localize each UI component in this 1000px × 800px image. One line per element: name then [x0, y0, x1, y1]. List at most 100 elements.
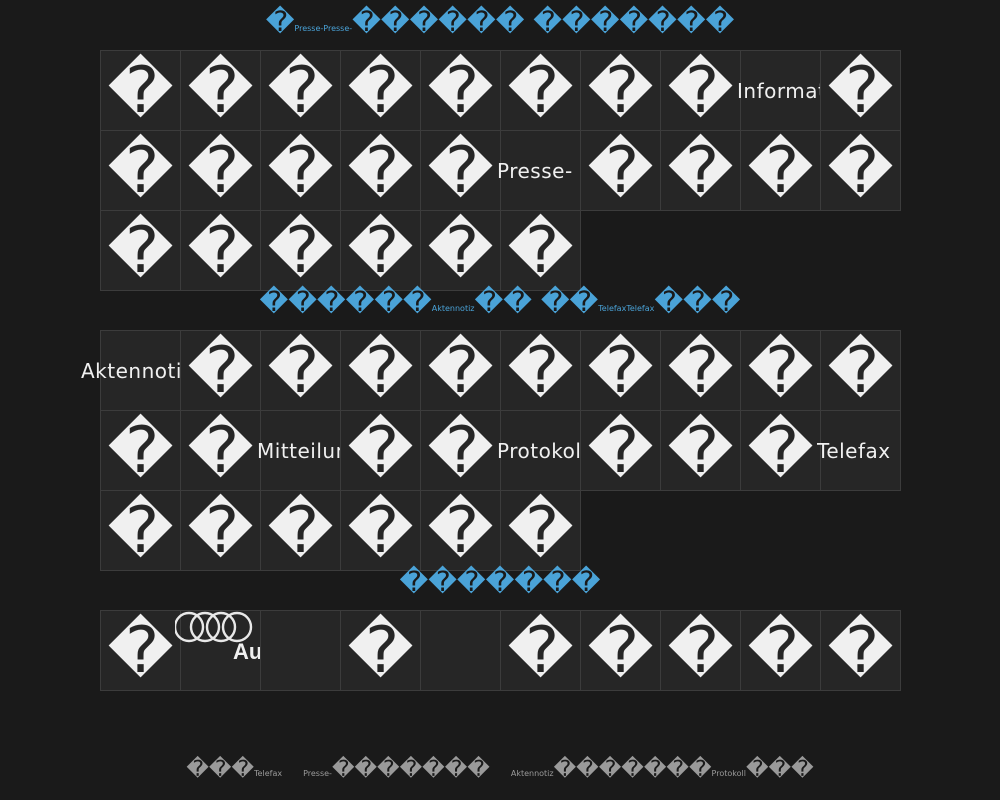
missing-glyph-icon: � [267, 213, 334, 288]
missing-glyph-icon: � [667, 333, 734, 408]
grid-2-cell: � [500, 490, 581, 571]
footer-part-a: ��� [186, 757, 255, 782]
missing-glyph-icon: � [747, 333, 814, 408]
missing-glyph-icon: � [347, 213, 414, 288]
missing-glyph-icon: � [587, 53, 654, 128]
grid-1-cell: � [420, 50, 501, 131]
grid-1-cell: Presse- [497, 130, 581, 211]
grid-1-cell: � [420, 210, 501, 291]
missing-glyph-icon: � [827, 613, 894, 688]
grid-3-cell [420, 610, 501, 691]
missing-glyph-icon: � [107, 493, 174, 568]
missing-glyph-icon: � [187, 413, 254, 488]
section-title-1: �Presse-Presse-������ ������� [0, 2, 1000, 42]
grid-1-cell: � [660, 50, 741, 131]
grid-2-cell: � [100, 410, 181, 491]
glyph-grid-3: �Audi������ [100, 610, 901, 691]
grid-2-cell: � [820, 330, 901, 411]
sample-word: Protokoll [497, 438, 581, 463]
audi-logo-cell: Audi [175, 610, 263, 691]
missing-glyph-icon: � [667, 613, 734, 688]
grid-3-cell: � [500, 610, 581, 691]
missing-glyph-icon: � [187, 213, 254, 288]
grid-1-cell: � [340, 50, 421, 131]
grid-1-cell: � [500, 50, 581, 131]
missing-glyph-icon: � [107, 53, 174, 128]
section-title-2-small: Aktennotiz [431, 304, 475, 313]
section-title-2-lead: ������ [259, 285, 432, 318]
sample-word: Aktennotiz [81, 358, 181, 383]
missing-glyph-icon: � [507, 613, 574, 688]
missing-glyph-icon: � [347, 493, 414, 568]
grid-2-cell: Aktennotiz [81, 330, 181, 411]
grid-1-cell: � [260, 130, 341, 211]
missing-glyph-icon: � [427, 53, 494, 128]
grid-1-cell: � [740, 130, 821, 211]
grid-2-cell: � [660, 410, 741, 491]
grid-2-cell: Telefax [817, 410, 901, 491]
audi-rings-logo: Audi [175, 611, 263, 664]
grid-2-cell: � [260, 490, 341, 571]
audi-ring [175, 611, 205, 643]
missing-glyph-icon: � [827, 333, 894, 408]
grid-2-cell: � [420, 410, 501, 491]
sample-word: Telefax [817, 438, 891, 463]
audi-ring [205, 611, 237, 643]
grid-1-cell: � [180, 130, 261, 211]
missing-glyph-icon: � [347, 133, 414, 208]
grid-2-cell: Protokoll [497, 410, 581, 491]
missing-glyph-icon: � [587, 333, 654, 408]
missing-glyph-icon: � [267, 333, 334, 408]
footer-text: ���Telefax Presse-������� Aktennotiz����… [0, 750, 1000, 794]
section-title-2-trail-2: ��� [654, 285, 741, 318]
missing-glyph-icon: � [427, 213, 494, 288]
sample-word: Informatio [737, 78, 821, 103]
grid-2-cell: � [740, 410, 821, 491]
grid-2-cell: � [180, 410, 261, 491]
missing-glyph-icon: � [107, 213, 174, 288]
grid-1-cell: � [100, 50, 181, 131]
missing-glyph-icon: � [347, 53, 414, 128]
grid-3-cell: � [820, 610, 901, 691]
missing-glyph-icon: � [747, 413, 814, 488]
missing-glyph-icon: � [187, 53, 254, 128]
missing-glyph-icon: � [827, 133, 894, 208]
missing-glyph-icon: � [347, 613, 414, 688]
footer-part-b: Telefax [254, 769, 283, 778]
missing-glyph-icon: � [427, 133, 494, 208]
grid-2-cell: � [500, 330, 581, 411]
missing-glyph-icon: � [827, 53, 894, 128]
grid-3-cell: � [740, 610, 821, 691]
grid-3-cell: � [340, 610, 421, 691]
grid-2-cell: � [180, 490, 261, 571]
missing-glyph-icon: � [187, 133, 254, 208]
missing-glyph-icon: � [427, 333, 494, 408]
missing-glyph-icon: � [507, 493, 574, 568]
missing-glyph-icon: � [587, 413, 654, 488]
footer-part-g: Protokoll [711, 769, 746, 778]
missing-glyph-icon: � [427, 493, 494, 568]
missing-glyph-icon: � [587, 133, 654, 208]
section-title-1-trail: ������ ������� [352, 5, 735, 38]
footer-part-c: Presse- [303, 769, 332, 778]
grid-1-cell: � [340, 210, 421, 291]
grid-2-cell: � [340, 410, 421, 491]
missing-glyph-icon: � [107, 413, 174, 488]
grid-1-cell: � [260, 50, 341, 131]
missing-glyph-icon: � [187, 493, 254, 568]
sample-word: Presse- [497, 158, 573, 183]
missing-glyph-icon: � [267, 53, 334, 128]
grid-2-cell: � [340, 490, 421, 571]
audi-ring [221, 611, 253, 643]
grid-1-cell: � [420, 130, 501, 211]
section-title-1-small: Presse-Presse- [294, 24, 353, 33]
grid-1-cell: � [820, 130, 901, 211]
grid-2-cell: � [660, 330, 741, 411]
missing-glyph-icon: � [347, 333, 414, 408]
grid-2-cell: � [180, 330, 261, 411]
grid-2-cell: � [740, 330, 821, 411]
grid-1-cell: � [820, 50, 901, 131]
grid-1-cell: � [180, 50, 261, 131]
missing-glyph-icon: � [347, 413, 414, 488]
